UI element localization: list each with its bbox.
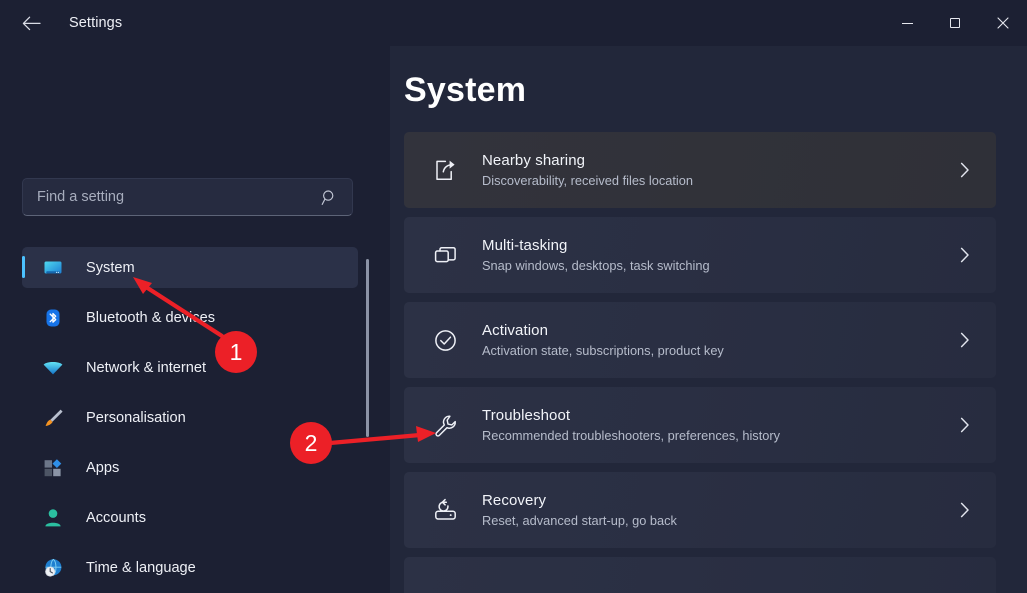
close-button[interactable] xyxy=(979,0,1027,46)
sidebar-item-label: Accounts xyxy=(86,509,147,526)
sidebar-item-bluetooth-devices[interactable]: Bluetooth & devices xyxy=(22,297,358,338)
card-text: Activation Activation state, subscriptio… xyxy=(482,321,724,360)
back-arrow-icon xyxy=(22,16,41,30)
sidebar-item-system[interactable]: System xyxy=(22,247,358,288)
wrench-icon xyxy=(430,410,460,440)
page-title: System xyxy=(404,71,527,109)
maximize-icon xyxy=(950,18,960,28)
settings-card-list: Nearby sharing Discoverability, received… xyxy=(404,132,1011,593)
check-circle-icon xyxy=(430,325,460,355)
card-text: Multi-tasking Snap windows, desktops, ta… xyxy=(482,236,710,275)
title-bar: Settings xyxy=(0,0,1027,46)
card-subtitle: Activation state, subscriptions, product… xyxy=(482,342,724,358)
card-troubleshoot[interactable]: Troubleshoot Recommended troubleshooters… xyxy=(404,387,996,463)
card-subtitle: Reset, advanced start-up, go back xyxy=(482,512,677,528)
card-nearby-sharing[interactable]: Nearby sharing Discoverability, received… xyxy=(404,132,996,208)
chevron-right-icon xyxy=(960,247,970,263)
sidebar-item-network-internet[interactable]: Network & internet xyxy=(22,347,358,388)
card-multi-tasking[interactable]: Multi-tasking Snap windows, desktops, ta… xyxy=(404,217,996,293)
sidebar-nav: System Bluetooth & devices xyxy=(0,247,390,588)
card-activation[interactable]: Activation Activation state, subscriptio… xyxy=(404,302,996,378)
close-icon xyxy=(997,17,1009,29)
back-button[interactable] xyxy=(14,7,48,39)
sidebar-item-personalisation[interactable]: Personalisation xyxy=(22,397,358,438)
card-title: Activation xyxy=(482,321,549,339)
sidebar-scrollbar[interactable] xyxy=(366,259,369,437)
maximize-button[interactable] xyxy=(931,0,979,46)
chevron-right-icon xyxy=(960,332,970,348)
sidebar: System Bluetooth & devices xyxy=(0,46,390,593)
sidebar-item-label: Apps xyxy=(86,459,120,476)
card-subtitle: Discoverability, received files location xyxy=(482,172,693,188)
card-title: Nearby sharing xyxy=(482,151,586,169)
chevron-right-icon xyxy=(960,162,970,178)
main-content: System Nearby sharing Discoverability, r… xyxy=(390,46,1027,593)
card-text: Recovery Reset, advanced start-up, go ba… xyxy=(482,491,677,530)
sidebar-item-label: Bluetooth & devices xyxy=(86,309,215,326)
window-controls xyxy=(883,0,1027,46)
card-title: Multi-tasking xyxy=(482,236,568,254)
sidebar-item-accounts[interactable]: Accounts xyxy=(22,497,358,538)
chevron-right-icon xyxy=(960,502,970,518)
recovery-icon xyxy=(430,495,460,525)
sidebar-item-label: System xyxy=(86,259,135,276)
sidebar-item-label: Network & internet xyxy=(86,359,207,376)
search-box[interactable] xyxy=(22,178,353,216)
globe-clock-icon xyxy=(42,557,64,579)
person-icon xyxy=(42,507,64,529)
search-input[interactable] xyxy=(37,189,321,205)
card-text: Nearby sharing Discoverability, received… xyxy=(482,151,693,190)
minimize-icon xyxy=(901,22,913,24)
card-title: Recovery xyxy=(482,491,547,509)
monitor-icon xyxy=(42,257,64,279)
card-text: Troubleshoot Recommended troubleshooters… xyxy=(482,406,780,445)
annotation-badge-1: 1 xyxy=(215,331,257,373)
annotation-badge-2: 2 xyxy=(290,422,332,464)
card-subtitle: Recommended troubleshooters, preferences… xyxy=(482,427,781,443)
wifi-icon xyxy=(42,357,64,379)
apps-icon xyxy=(42,457,64,479)
chevron-right-icon xyxy=(960,417,970,433)
multitasking-icon xyxy=(430,240,460,270)
sidebar-item-apps[interactable]: Apps xyxy=(22,447,358,488)
sidebar-item-label: Time & language xyxy=(86,559,196,576)
card-title: Troubleshoot xyxy=(482,406,571,424)
minimize-button[interactable] xyxy=(883,0,931,46)
share-icon xyxy=(430,155,460,185)
card-partial[interactable] xyxy=(404,557,996,593)
card-recovery[interactable]: Recovery Reset, advanced start-up, go ba… xyxy=(404,472,996,548)
sidebar-item-time-language[interactable]: Time & language xyxy=(22,547,358,588)
sidebar-item-label: Personalisation xyxy=(86,409,186,426)
bluetooth-icon xyxy=(42,307,64,329)
card-subtitle: Snap windows, desktops, task switching xyxy=(482,257,710,273)
search-icon xyxy=(321,189,338,206)
window-title: Settings xyxy=(69,15,123,31)
brush-icon xyxy=(42,407,64,429)
